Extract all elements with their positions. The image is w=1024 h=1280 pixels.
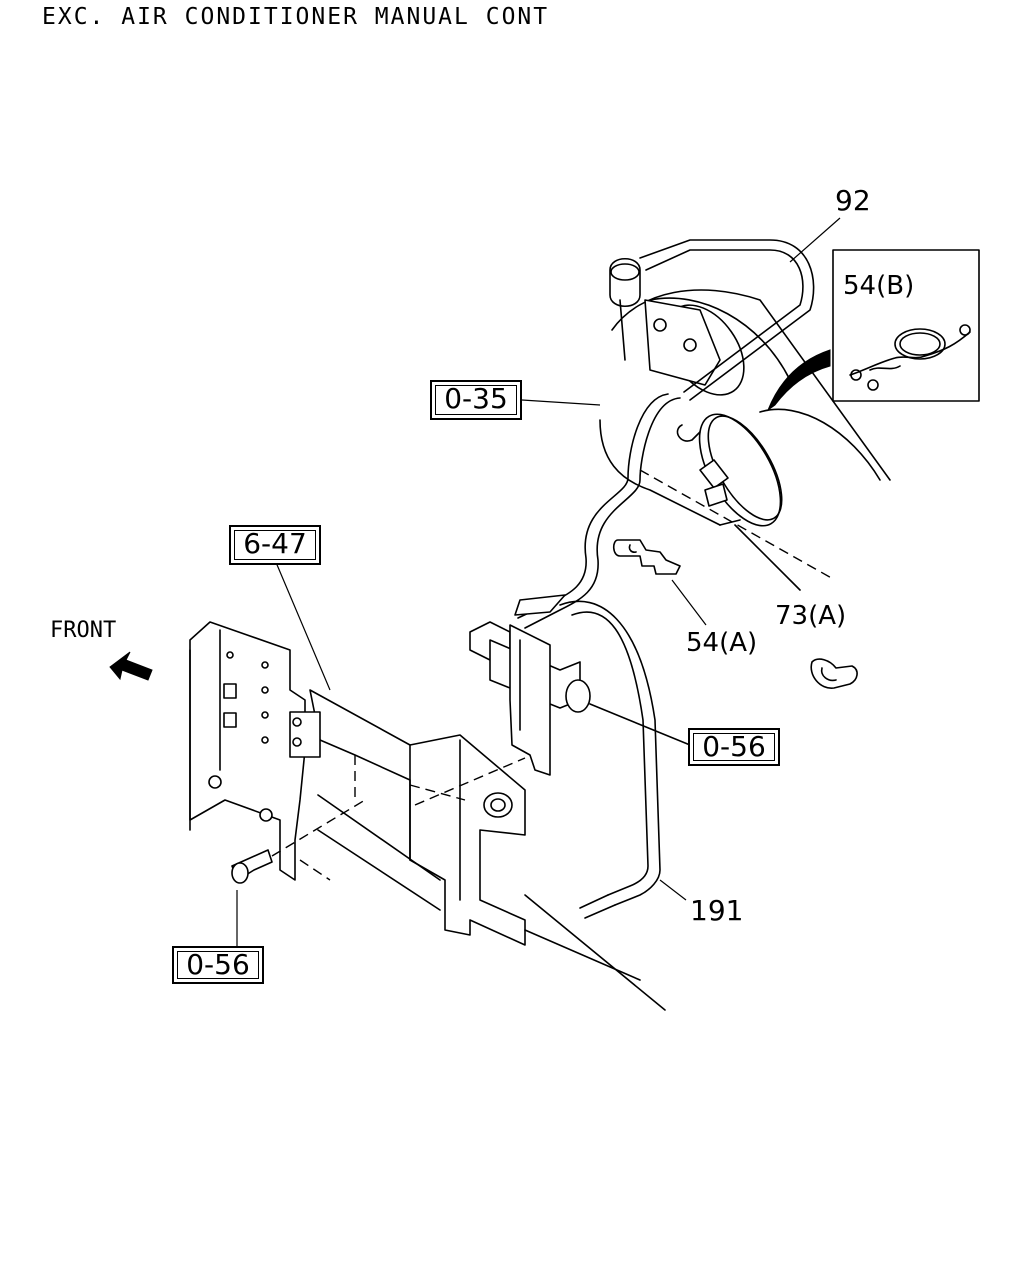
pipe-clamp [698,408,881,591]
ref-box-647[interactable]: 6-47 [229,525,321,565]
vsv-connector [469,621,691,746]
detail-arrow [766,349,831,412]
ref-box-035[interactable]: 0-35 [430,380,522,420]
ref-box-056-right[interactable]: 0-56 [688,728,780,766]
hose-92 [639,239,815,401]
ref-box-056-left[interactable]: 0-56 [172,946,264,984]
label-part-73a: 73(A) [775,601,847,631]
switch-bracket [509,594,566,776]
cross-member [299,794,666,1011]
detail-box-54b [832,249,980,402]
leader-lines [236,217,841,946]
mounting-bracket [309,689,526,946]
upper-bracket [609,257,721,386]
diagram-title: EXC. AIR CONDITIONER MANUAL CONT [42,4,550,30]
frame-side-rail [189,621,321,881]
label-part-54a: 54(A) [686,628,758,658]
label-part-92: 92 [835,184,871,217]
label-part-191: 191 [690,894,744,927]
hose-191 [559,600,661,906]
hose-035 [524,397,681,629]
label-part-54b: 54(B) [843,271,915,301]
clip-73a [810,658,858,689]
bolt-056 [231,757,526,884]
clip-54a [612,539,681,575]
label-front: FRONT [50,618,117,643]
front-arrow-icon [109,651,153,681]
